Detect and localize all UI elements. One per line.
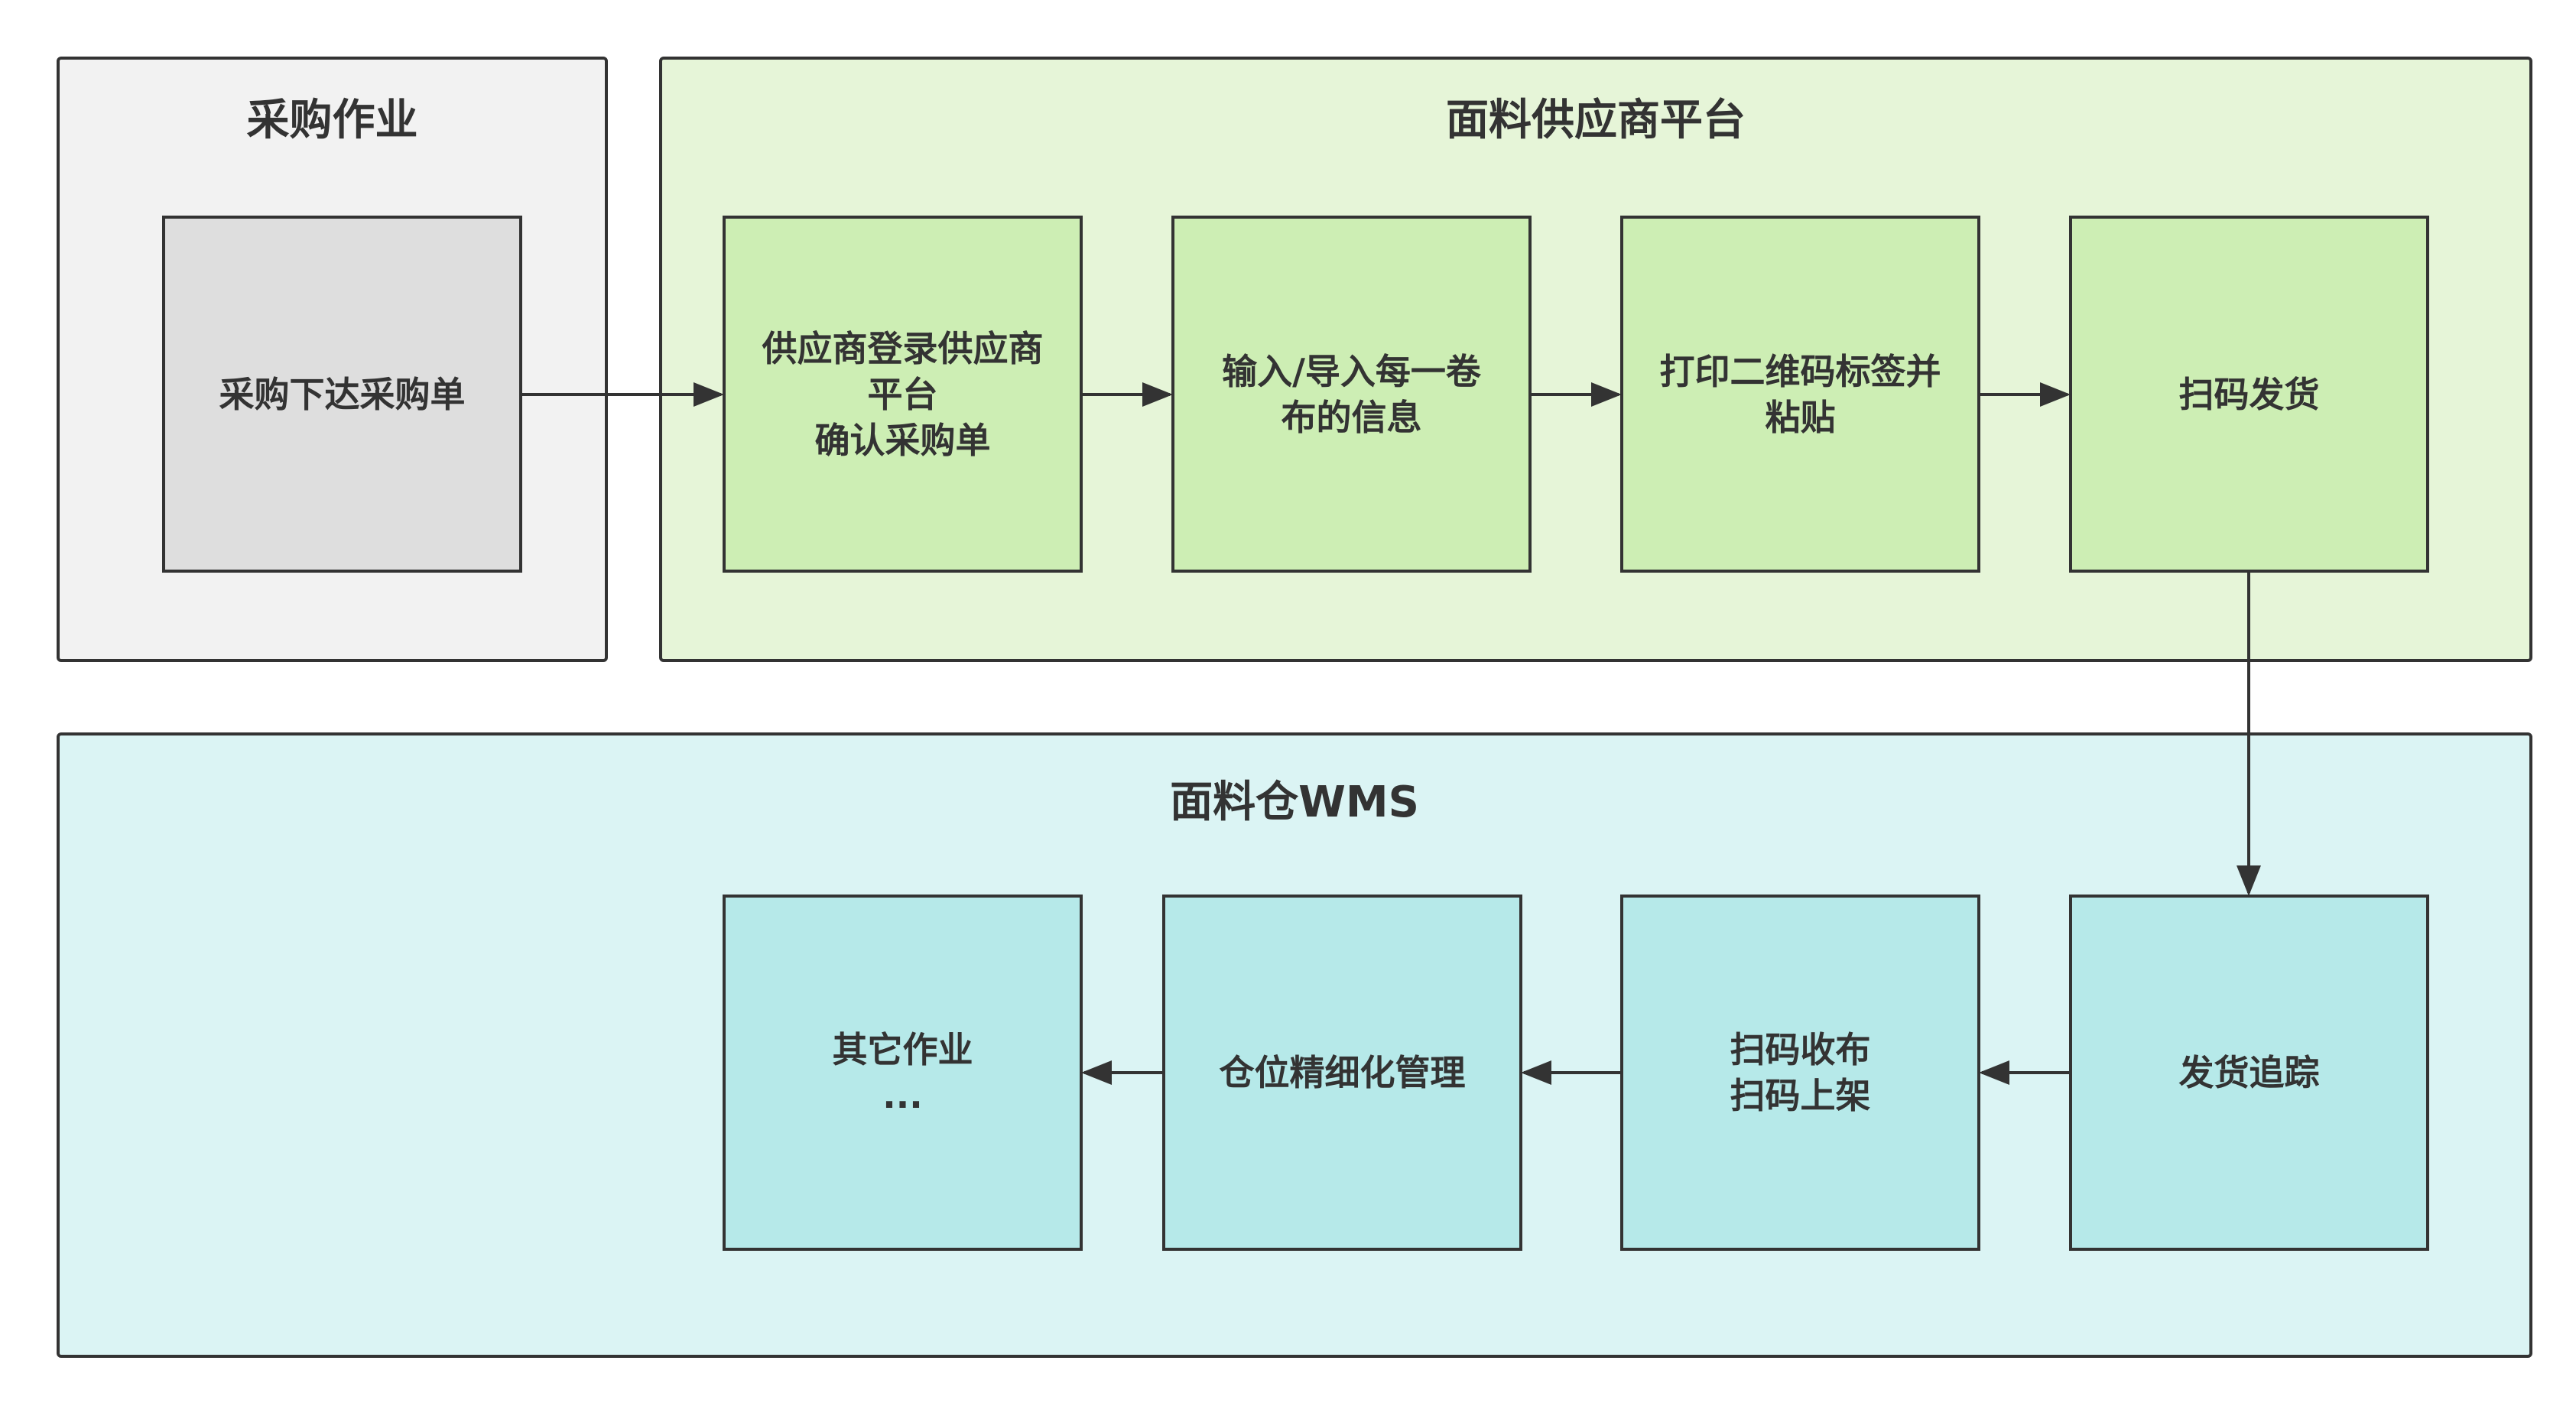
lane-wms-title: 面料仓WMS (1170, 778, 1419, 827)
lane-supplier-platform-title: 面料供应商平台 (1446, 96, 1746, 145)
node-location-mgmt-label: 仓位精细化管理 (1219, 1052, 1466, 1093)
node-ship-tracking: 发货追踪 (2069, 895, 2429, 1251)
node-scan-ship-label: 扫码发货 (2178, 373, 2320, 415)
node-supplier-login: 供应商登录供应商 平台 确认采购单 (723, 216, 1083, 573)
node-supplier-login-label: 供应商登录供应商 平台 确认采购单 (762, 327, 1044, 461)
node-ship-tracking-label: 发货追踪 (2178, 1052, 2320, 1093)
node-other-ops-label: 其它作业 ... (832, 1029, 973, 1116)
node-input-roll-info: 输入/导入每一卷 布的信息 (1171, 216, 1532, 573)
node-purchase-order-label: 采购下达采购单 (219, 373, 466, 415)
node-scan-receive: 扫码收布 扫码上架 (1620, 895, 1980, 1251)
node-purchase-order: 采购下达采购单 (162, 216, 522, 573)
node-scan-receive-label: 扫码收布 扫码上架 (1730, 1029, 1871, 1116)
lane-procurement-title: 采购作业 (246, 96, 418, 145)
node-scan-ship: 扫码发货 (2069, 216, 2429, 573)
node-input-roll-info-label: 输入/导入每一卷 布的信息 (1222, 350, 1481, 438)
node-print-qr-label: 打印二维码标签并 粘贴 (1659, 350, 1941, 438)
node-print-qr: 打印二维码标签并 粘贴 (1620, 216, 1980, 573)
node-other-ops: 其它作业 ... (723, 895, 1083, 1251)
